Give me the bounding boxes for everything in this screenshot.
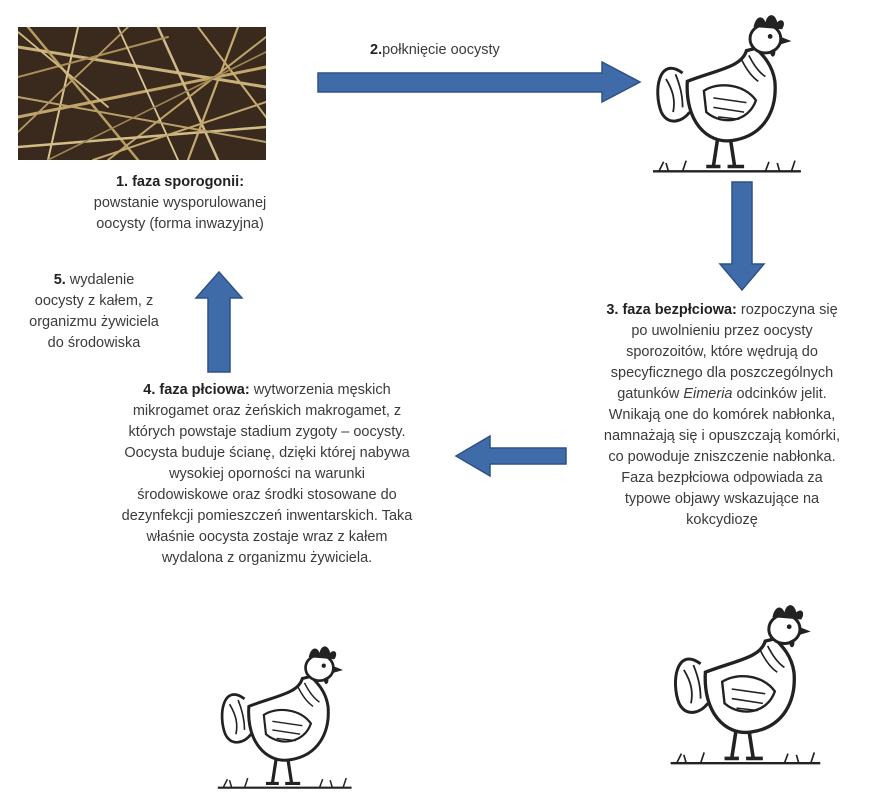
step-text: właśnie oocysta zostaje wraz z kałem <box>56 527 478 548</box>
step-heading: 1. faza sporogonii: <box>20 172 340 193</box>
step-text: do środowiska <box>4 333 184 354</box>
step-text: oocysty z kałem, z <box>4 291 184 312</box>
step-title: połknięcie oocysty <box>382 42 500 58</box>
arrow-down <box>720 182 764 290</box>
step-text: po uwolnieniu przez oocysty <box>566 321 878 342</box>
step-number: 2. <box>370 42 382 58</box>
step-number: 1. <box>116 174 128 190</box>
step-ingestion-label: 2.połknięcie oocysty <box>370 40 590 61</box>
genus-name: Eimeria <box>683 386 732 402</box>
step-text: odcinków jelit. <box>732 386 826 402</box>
step-text: typowe objawy wskazujące na <box>566 489 878 510</box>
step-text: specyficznego dla poszczególnych <box>566 363 878 384</box>
step-text: środowiskowe oraz środki stosowane do <box>56 485 478 506</box>
step-text: wydalona z organizmu żywiciela. <box>56 548 478 569</box>
arrow-up <box>196 272 242 372</box>
step-text: Faza bezpłciowa odpowiada za <box>566 468 878 489</box>
step-text: których powstaje stadium zygoty – oocyst… <box>56 422 478 443</box>
step-text: Wnikają one do komórek nabłonka, <box>566 405 878 426</box>
step-text: sporozoitów, które wędrują do <box>566 342 878 363</box>
step-text: namnażają się i opuszczają komórki, <box>566 426 878 447</box>
step-text: gatunków <box>617 386 683 402</box>
step-sporogony: 1. faza sporogonii: powstanie wysporulow… <box>20 172 340 235</box>
step-excretion: 5. wydalenie oocysty z kałem, z organizm… <box>4 270 184 354</box>
step-number: 3. <box>606 302 618 318</box>
arrow-right <box>318 62 640 102</box>
step-title: faza sporogonii: <box>132 174 244 190</box>
step-text: powstanie wysporulowanej <box>20 193 340 214</box>
step-sexual: 4. faza płciowa: wytworzenia męskich mik… <box>56 380 478 569</box>
step-number: 5. <box>54 272 66 288</box>
step-text: wytworzenia męskich <box>250 382 391 398</box>
step-text: wydalenie <box>66 272 135 288</box>
step-text: organizmu żywiciela <box>4 312 184 333</box>
step-text: co powoduje zniszczenie nabłonka. <box>566 447 878 468</box>
step-text: dezynfekcji pomieszczeń inwentarskich. T… <box>56 506 478 527</box>
step-title: faza płciowa: <box>159 382 249 398</box>
step-text: wysokiej oporności na warunki <box>56 464 478 485</box>
step-text: rozpoczyna się <box>737 302 838 318</box>
step-title: faza bezpłciowa: <box>622 302 736 318</box>
step-text: oocysty (forma inwazyjna) <box>20 214 340 235</box>
step-text: kokcydiozę <box>566 510 878 531</box>
step-text: Oocysta buduje ścianę, dzięki której nab… <box>56 443 478 464</box>
step-text: mikrogamet oraz żeńskich makrogamet, z <box>56 401 478 422</box>
step-number: 4. <box>143 382 155 398</box>
step-asexual: 3. faza bezpłciowa: rozpoczyna się po uw… <box>566 300 878 531</box>
